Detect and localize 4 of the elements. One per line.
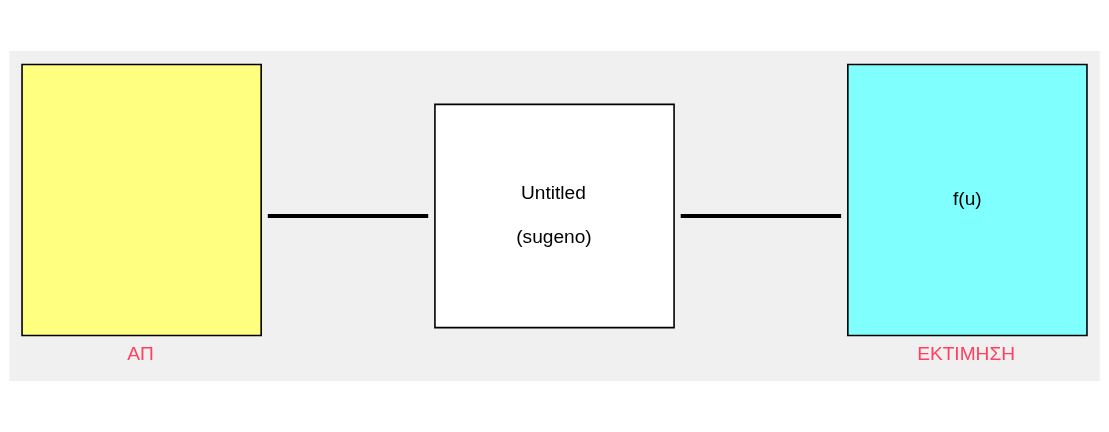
node-label: ΑΠ: [127, 343, 154, 365]
connector: [680, 214, 842, 218]
node-label: ΕΚΤΙΜΗΣΗ: [917, 343, 1016, 365]
connector: [267, 214, 429, 218]
